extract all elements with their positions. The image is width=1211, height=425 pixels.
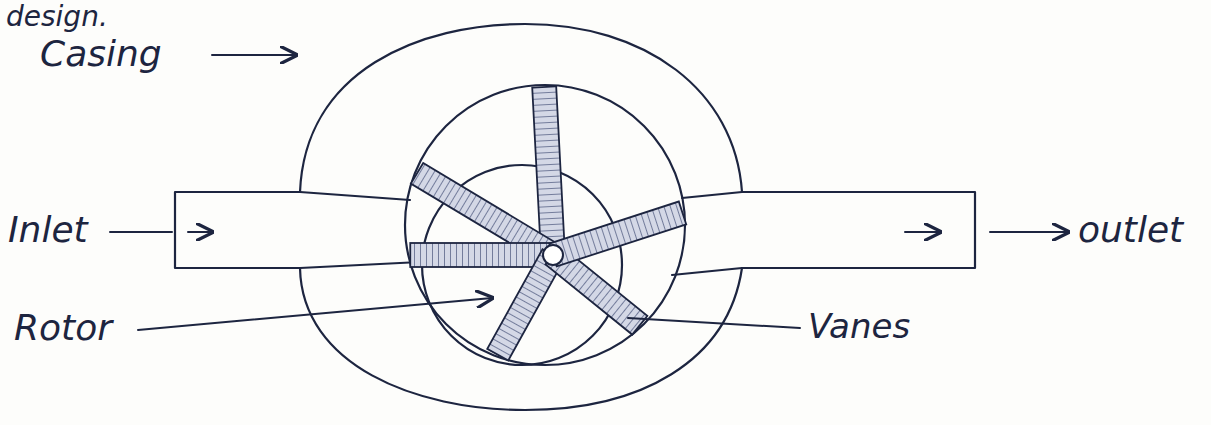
inlet-leader [110,231,172,233]
outlet-flow-arrow [905,231,940,233]
vane [532,86,565,255]
part-label: Casing [40,34,162,74]
vane [549,202,686,267]
port-label: Inlet [8,210,88,250]
part-label: Vanes [808,308,910,345]
inlet-pipe [175,192,300,268]
outlet-leader [990,231,1068,233]
inlet-flow-arrow [188,231,212,233]
vanes-leader [628,318,800,328]
part-label: Rotor [14,308,112,348]
port-label: outlet [1078,210,1183,250]
inlet-flare [300,192,420,268]
casing-leader [212,54,296,56]
rotor-hub [543,245,563,265]
heading-fragment: design. [6,2,108,33]
casing-top [300,24,742,192]
rotor-leader [138,298,492,330]
vane [410,243,553,267]
outlet-pipe [742,192,975,268]
